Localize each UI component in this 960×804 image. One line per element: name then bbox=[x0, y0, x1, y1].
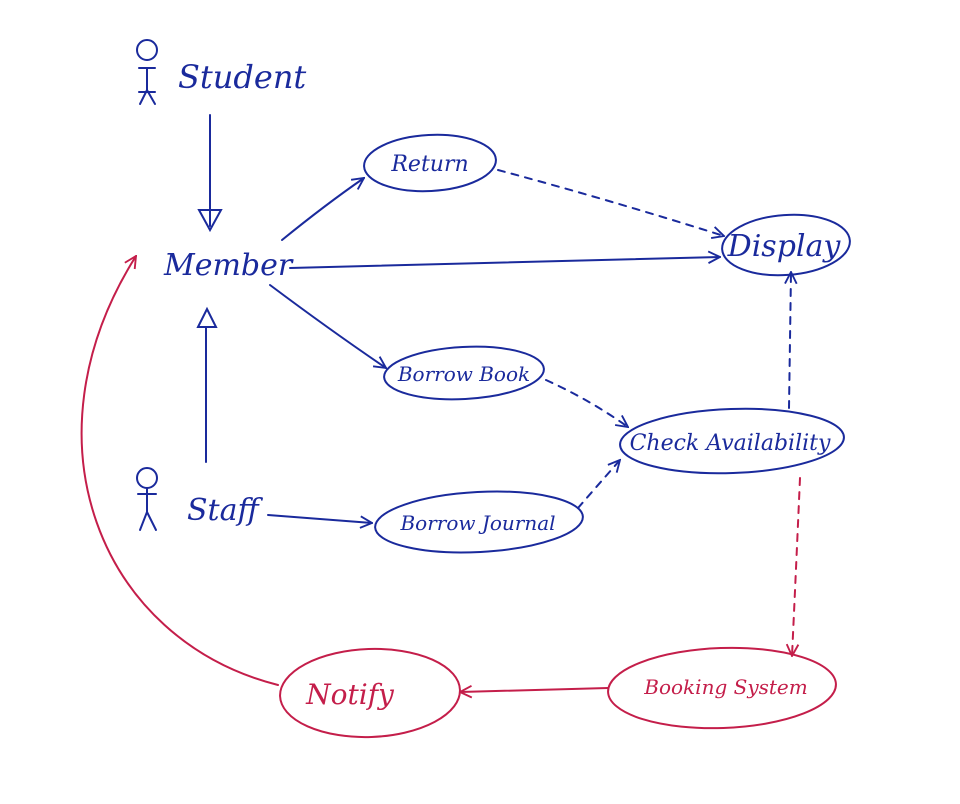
use-case-return: Return bbox=[363, 133, 497, 193]
use-case-booking-system-label: Booking System bbox=[643, 675, 807, 699]
member-to-return-line bbox=[281, 178, 364, 241]
member-label: Member bbox=[163, 248, 294, 283]
member-associations bbox=[267, 178, 720, 523]
use-case-borrow-journal-label: Borrow Journal bbox=[399, 511, 555, 535]
booking-to-notify-line bbox=[460, 688, 609, 692]
use-case-borrow-book-label: Borrow Book bbox=[397, 362, 530, 386]
use-case-display: Display bbox=[721, 213, 851, 277]
use-case-return-label: Return bbox=[390, 152, 468, 177]
staff-label: Staff bbox=[187, 493, 263, 528]
student-to-member-arrow bbox=[197, 114, 223, 233]
notify-to-member-curve bbox=[80, 256, 279, 686]
borrow-book-to-check-dashed bbox=[545, 379, 628, 427]
check-to-booking-dashed bbox=[792, 477, 801, 656]
staff-to-member-arrow bbox=[196, 306, 218, 463]
use-case-borrow-book: Borrow Book bbox=[383, 345, 545, 401]
use-case-check-availability: Check Availability bbox=[619, 407, 845, 475]
member-to-display-line bbox=[289, 257, 720, 269]
borrow-journal-to-check-dashed bbox=[577, 460, 620, 509]
use-case-display-label: Display bbox=[727, 229, 842, 264]
use-case-borrow-journal: Borrow Journal bbox=[374, 490, 584, 554]
use-case-notify: Notify bbox=[279, 647, 461, 739]
use-case-notify-label: Notify bbox=[305, 678, 395, 711]
blue-dependencies bbox=[497, 169, 791, 509]
use-case-booking-system: Booking System bbox=[607, 646, 837, 730]
use-case-check-availability-label: Check Availability bbox=[630, 431, 831, 456]
staff-to-borrow-journal-line bbox=[267, 514, 372, 523]
student-stick-figure-icon bbox=[136, 39, 158, 105]
staff-stick-figure-icon bbox=[136, 467, 158, 531]
return-to-display-dashed bbox=[497, 169, 724, 236]
student-label: Student bbox=[178, 58, 306, 96]
check-to-display-dashed bbox=[789, 272, 791, 409]
red-relationships bbox=[80, 256, 801, 692]
member-to-borrow-book-line bbox=[269, 284, 386, 368]
